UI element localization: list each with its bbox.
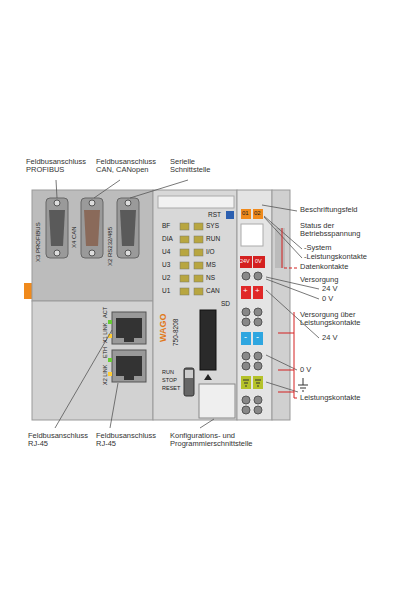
port-label: X2 RS232/485 <box>107 227 114 266</box>
model-number: 750-8208 <box>172 319 179 346</box>
led-label: NS <box>206 274 215 281</box>
mode-switch <box>184 368 194 396</box>
callout-label: -System <box>304 244 332 252</box>
led-label: I/O <box>206 248 215 255</box>
callout-label: Beschriftungsfeld <box>300 206 358 214</box>
status-leds <box>180 223 203 295</box>
terminal-label: 24V <box>240 258 250 264</box>
switch-label: RUN <box>162 369 174 375</box>
port-label: ACT <box>102 307 108 318</box>
port-label: X2 LINK <box>102 365 108 385</box>
dsub-connectors <box>46 198 139 258</box>
brand-logo: WAGO <box>158 314 168 343</box>
callout-label: Feldbusanschluss RJ-45 <box>96 432 162 449</box>
switch-label: RESET <box>162 385 180 391</box>
callout-label: Leistungskontakte <box>300 394 360 402</box>
cpu-panel <box>153 190 237 420</box>
port-label: X4 CAN <box>71 226 78 248</box>
ground-symbol <box>298 378 308 391</box>
rj45-ports <box>108 312 146 382</box>
reset-button <box>226 211 234 219</box>
terminal-sign: + <box>255 287 260 296</box>
led-label: U4 <box>162 248 170 255</box>
port-label: X1 LINK <box>102 323 108 343</box>
terminal-sign: + <box>243 287 248 296</box>
callout-label: Status der Betriebsspannung <box>300 222 390 239</box>
callout-label: Feldbusanschluss RJ-45 <box>28 432 94 449</box>
led-label: 01 <box>242 210 249 217</box>
terminal-label: 0V <box>255 258 262 264</box>
led-label: BF <box>162 222 170 229</box>
callout-label: 0 V <box>300 366 311 374</box>
led-label: U2 <box>162 274 170 281</box>
switch-label: STOP <box>162 377 177 383</box>
led-label: SYS <box>206 222 219 229</box>
led-label: MS <box>206 261 216 268</box>
slot-label: SD <box>221 300 230 307</box>
callout-label: Feldbusanschluss PROFIBUS <box>26 158 90 175</box>
callout-label: -Leistungskontakte <box>304 253 367 261</box>
callout-label: 24 V <box>322 285 337 293</box>
callout-label: Versorgung über Leistungskontakte <box>300 311 392 328</box>
led-label: 02 <box>254 210 261 217</box>
terminal-sign: - <box>244 332 247 342</box>
callout-label: Feldbusanschluss CAN, CANopen <box>96 158 166 175</box>
led-label: CAN <box>206 287 220 294</box>
callout-label: Serielle Schnittstelle <box>170 158 230 175</box>
port-label: X3 PROFIBUS <box>35 222 42 262</box>
contact-markers <box>278 228 297 398</box>
callout-label: Konfigurations- und Programmierschnittst… <box>170 432 286 449</box>
callout-label: 0 V <box>322 295 333 303</box>
leader-lines <box>55 180 319 428</box>
slot-marker <box>204 374 212 380</box>
config-port <box>199 384 235 418</box>
led-label: DIA <box>162 235 173 242</box>
led-label: RUN <box>206 235 220 242</box>
sd-slot <box>200 310 216 370</box>
label-strip <box>158 196 234 208</box>
fieldbus-housing <box>32 190 153 301</box>
callout-label: Versorgung <box>300 276 338 284</box>
button-label: RST <box>208 211 221 218</box>
callout-label: 24 V <box>322 334 337 342</box>
port-label: ETH <box>102 347 108 358</box>
ethernet-housing <box>32 301 153 420</box>
callout-label: Datenkontakte <box>300 263 348 271</box>
terminal-sign: - <box>256 332 259 342</box>
led-label: U1 <box>162 287 170 294</box>
led-label: U3 <box>162 261 170 268</box>
